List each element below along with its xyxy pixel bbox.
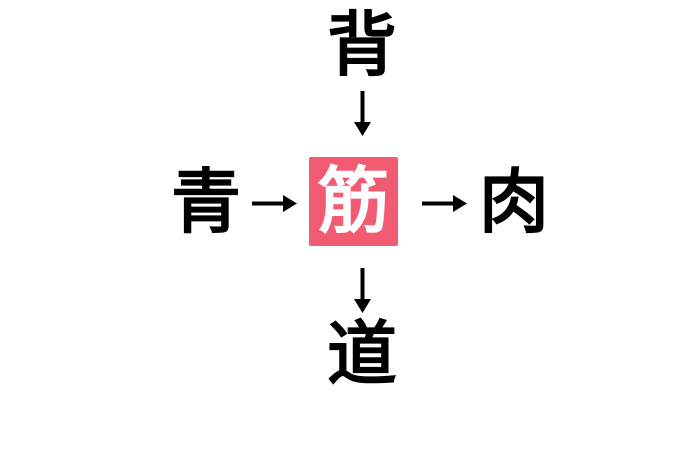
center-box: 筋	[309, 157, 398, 246]
arrow-down-icon	[354, 91, 371, 136]
arrow-right-icon	[252, 195, 297, 212]
arrow-right-icon	[422, 195, 467, 212]
kanji-top: 背	[327, 8, 397, 85]
kanji-right: 肉	[479, 165, 549, 242]
kanji-center: 筋	[317, 161, 390, 242]
arrow-down-icon	[354, 268, 371, 313]
kanji-left: 青	[171, 165, 241, 242]
kanji-bottom: 道	[327, 317, 397, 394]
